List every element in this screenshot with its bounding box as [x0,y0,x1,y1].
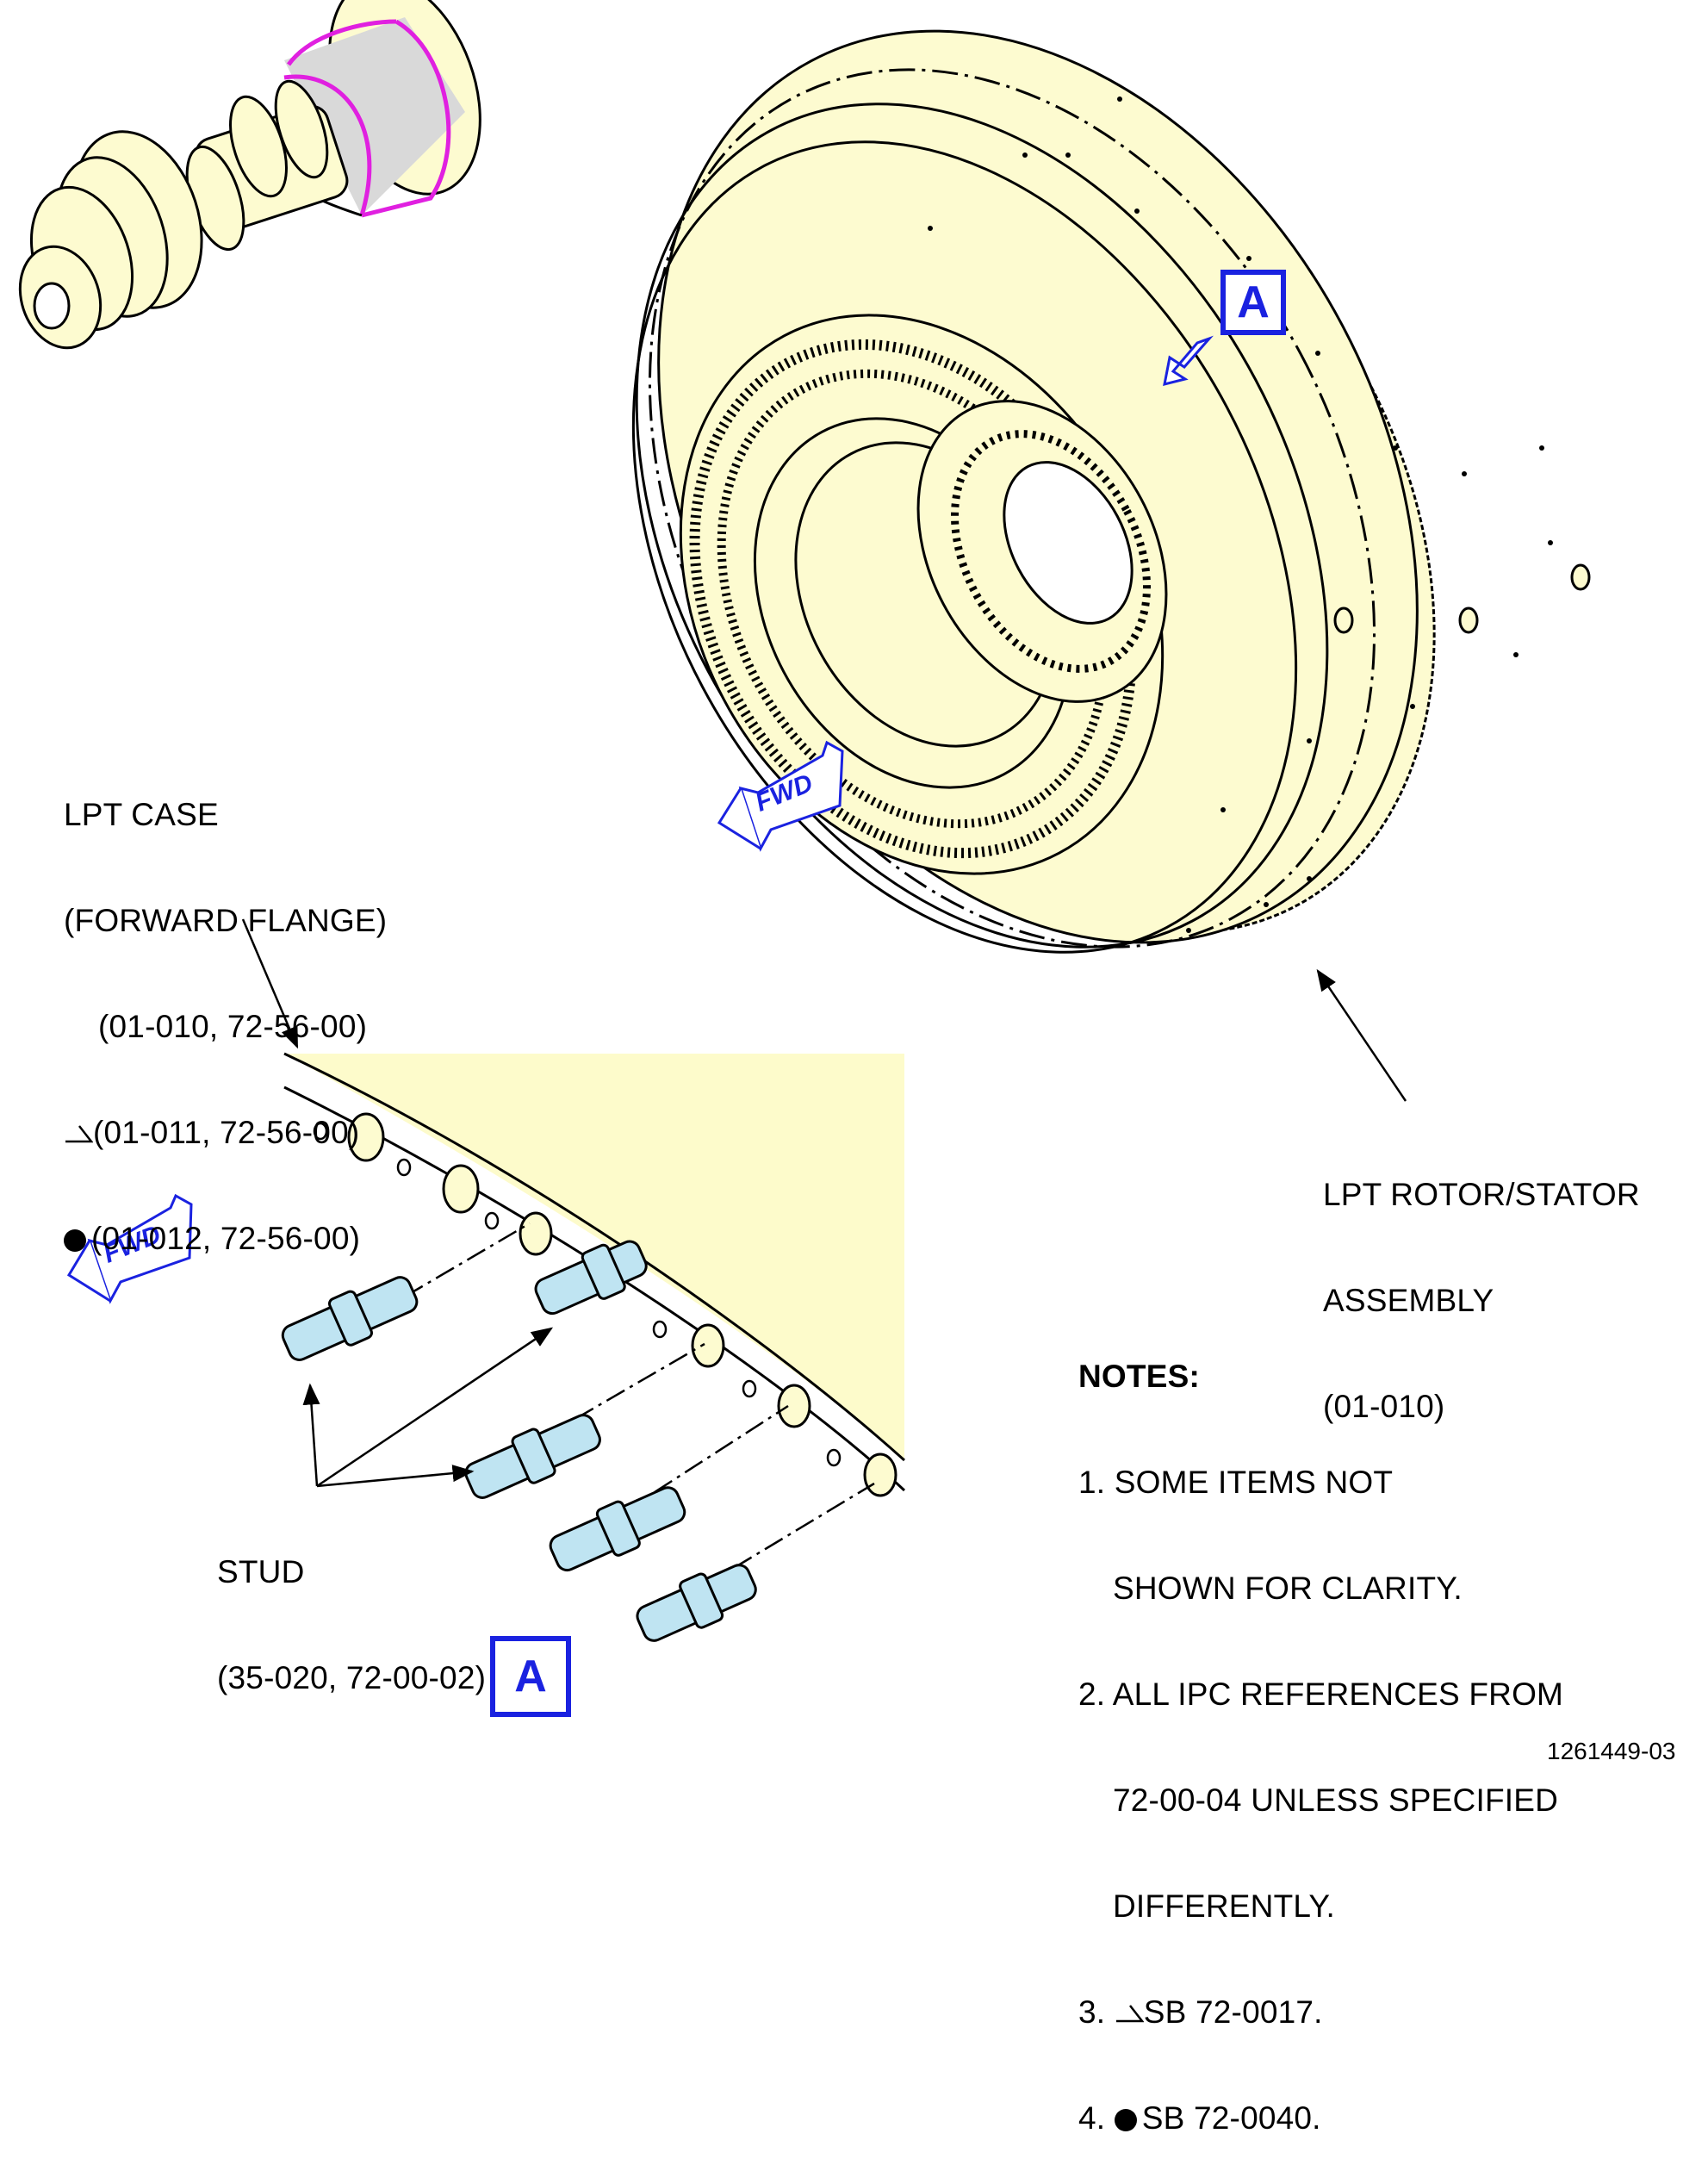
note-3-text: SB 72-0017. [1143,1994,1323,2030]
rotor-stator-subtitle: ASSEMBLY [1323,1283,1494,1318]
sb-0040-dot-icon [64,1229,86,1252]
view-a-detail-label: A [490,1636,571,1717]
figure-number: 1261449-03 [1547,1738,1676,1764]
sb-0017-triangle-icon [65,1125,93,1143]
stud-title: STUD [217,1554,305,1589]
leader-lines [241,918,1407,1488]
note-3-number: 3. [1078,1994,1106,2030]
note-4-text: SB 72-0040. [1141,2100,1321,2136]
rotor-stator-title: LPT ROTOR/STATOR [1323,1177,1640,1212]
stud-callout: STUD (35-020, 72-00-02) [217,1484,486,1731]
note-3: 3. SB 72-0017. [1078,1994,1563,2030]
note-3-triangle-icon [1115,2005,1144,2023]
notes-block: NOTES: 1. SOME ITEMS NOT SHOWN FOR CLARI… [1078,1288,1563,2171]
lpt-case-ref-3-row: (01-012, 72-56-00) [64,1221,387,1256]
note-2-line-2: 72-00-04 UNLESS SPECIFIED [1113,1782,1559,1818]
lpt-case-title: LPT CASE [64,797,219,832]
note-2-line-3: DIFFERENTLY. [1113,1888,1336,1924]
stud-ref: (35-020, 72-00-02) [217,1660,487,1695]
detail-view-a [281,1052,906,1642]
lpt-rotor-stator-illustration [631,29,1591,954]
lpt-case-ref-2: (01-011, 72-56-00) [93,1115,360,1150]
note-1-line-1: 1. SOME ITEMS NOT [1078,1465,1394,1500]
lpt-case-ref-2-row: (01-011, 72-56-00) [64,1115,387,1150]
notes-title: NOTES: [1078,1359,1200,1394]
note-2-line-1: 2. ALL IPC REFERENCES FROM [1078,1676,1564,1712]
note-1-line-2: SHOWN FOR CLARITY. [1113,1571,1463,1606]
note-4: 4. SB 72-0040. [1078,2100,1563,2136]
lpt-case-callout: LPT CASE (FORWARD FLANGE) (01-010, 72-56… [64,726,387,1291]
lpt-case-subtitle: (FORWARD FLANGE) [64,903,388,938]
note-4-dot-icon [1114,2109,1137,2131]
view-a-arrow [1163,335,1214,387]
fwd-arrow-bottom [66,1193,193,1304]
fwd-arrow-top [717,740,844,852]
rotor-stator-callout: LPT ROTOR/STATOR ASSEMBLY (01-010) [1323,1106,1640,1459]
lpt-case-ref-1: (01-010, 72-56-00) [98,1009,368,1044]
view-a-callout-top: A [1220,270,1286,335]
engine-locator-thumbnail [18,0,481,350]
lpt-case-ref-3: (01-012, 72-56-00) [91,1221,361,1256]
rotor-stator-ref: (01-010) [1323,1389,1445,1424]
illustration-canvas [18,0,1591,1642]
stud-group [281,1240,757,1642]
note-4-number: 4. [1078,2100,1106,2136]
